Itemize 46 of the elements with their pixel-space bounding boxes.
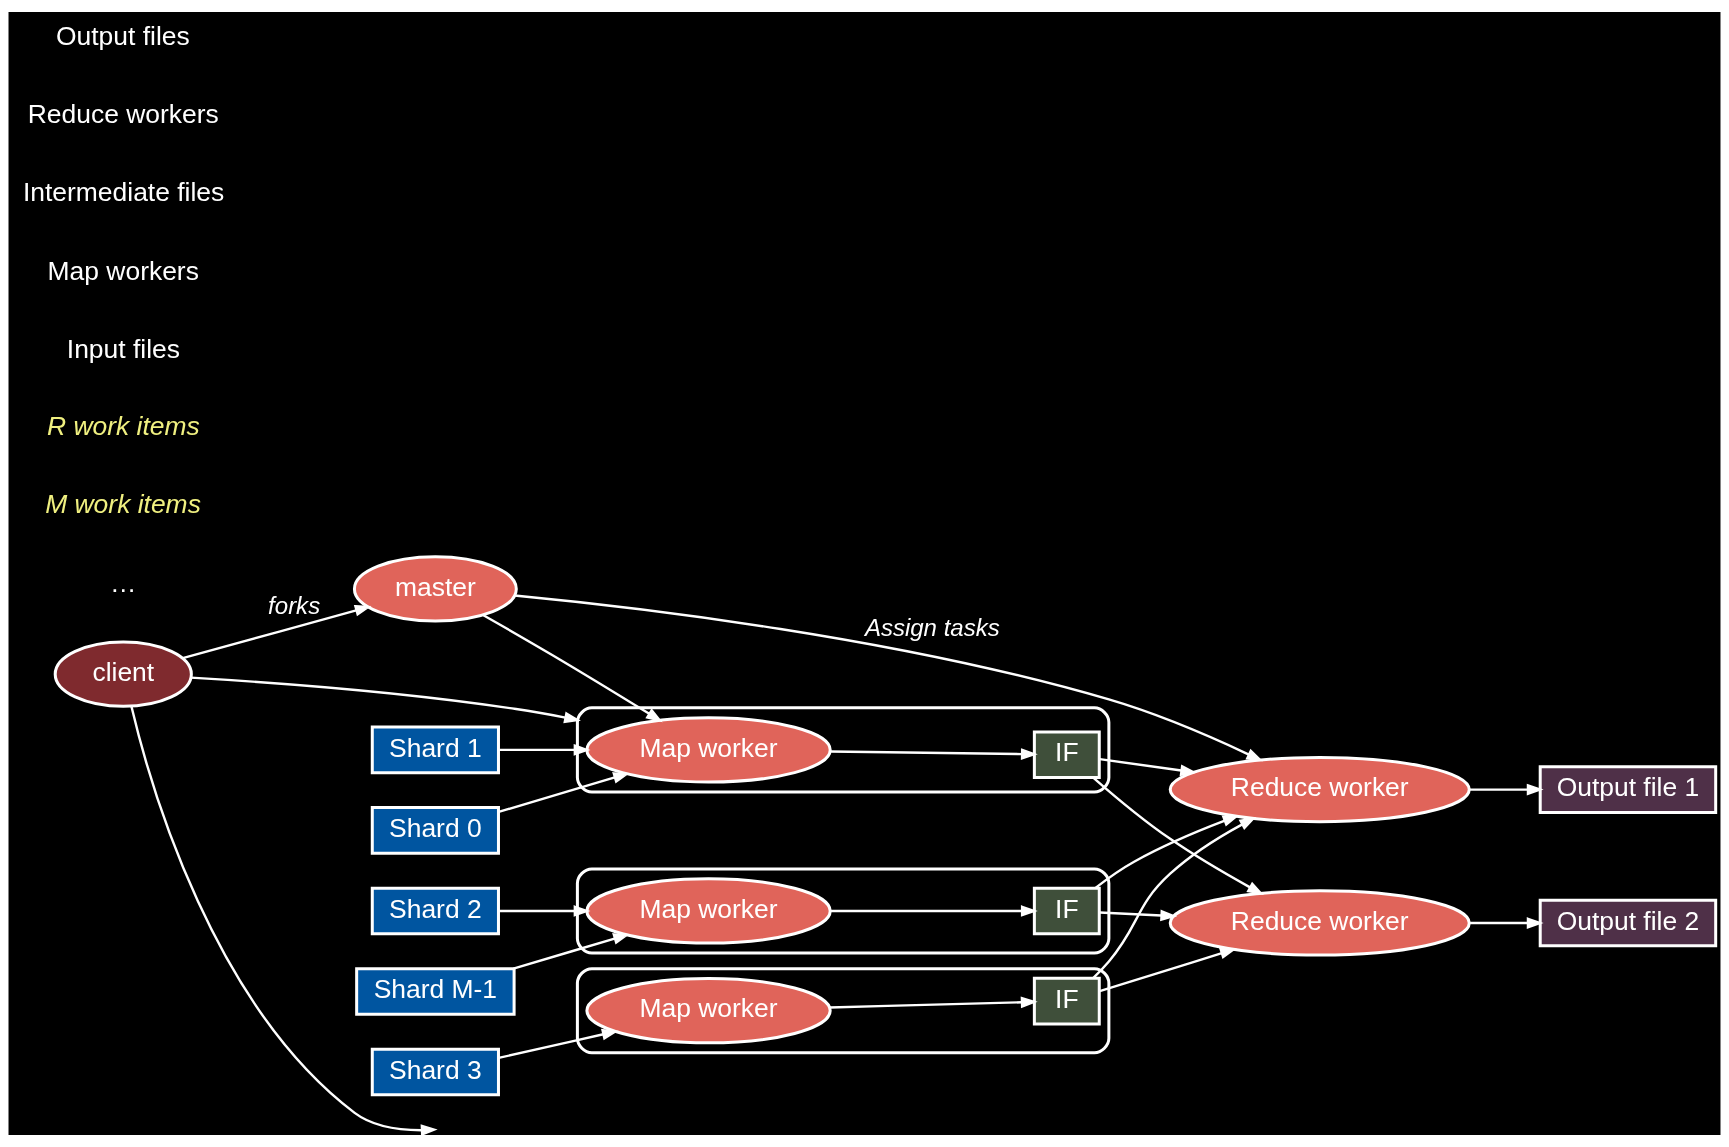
cluster — [575, 967, 1111, 1055]
node-box: IF — [1032, 730, 1101, 780]
arrow — [830, 748, 1038, 761]
arrow — [498, 772, 630, 814]
label: Map workers — [47, 255, 199, 286]
label: Reduce workers — [27, 99, 219, 130]
arrow — [1099, 947, 1237, 993]
arrow — [498, 744, 591, 756]
label: Input files — [66, 333, 180, 364]
node-box: IF — [1032, 886, 1101, 936]
arrow — [482, 614, 663, 723]
node-ellipse: Reduce worker — [1168, 755, 1471, 824]
arrow — [130, 706, 438, 1135]
arrow — [1092, 817, 1257, 979]
label: M work items — [45, 488, 201, 519]
node-box: Shard 0 — [370, 806, 500, 855]
label: Intermediate files — [22, 177, 225, 208]
node-box: Output file 1 — [1538, 765, 1718, 814]
arrow — [1099, 757, 1198, 777]
node-ellipse: client — [53, 640, 193, 708]
node-box: Shard 3 — [370, 1047, 500, 1097]
edge-label: Assign tasks — [864, 613, 1000, 641]
arrow — [498, 905, 591, 917]
node-box: Output file 2 — [1538, 898, 1718, 948]
arrow — [1469, 783, 1544, 796]
node-box: Shard 1 — [370, 725, 500, 775]
label: R work items — [46, 410, 200, 441]
arrow — [182, 604, 372, 660]
node-box: Shard M-1 — [355, 967, 516, 1016]
arrow — [1099, 909, 1178, 922]
arrow — [514, 594, 1264, 762]
edge-label: forks — [268, 592, 321, 620]
label: Output files — [55, 21, 190, 52]
arrow — [190, 676, 581, 724]
arrow — [830, 905, 1038, 917]
label: … — [110, 568, 137, 598]
arrow — [1094, 815, 1240, 890]
arrow — [513, 933, 630, 970]
node-ellipse: Map worker — [585, 977, 832, 1045]
arrow — [829, 996, 1038, 1009]
arrow — [1469, 917, 1544, 929]
node-box: Shard 2 — [370, 886, 500, 936]
node-box: IF — [1032, 976, 1101, 1026]
arrow — [1092, 776, 1264, 895]
node-ellipse: Reduce worker — [1168, 889, 1471, 957]
arrow — [498, 1028, 619, 1060]
